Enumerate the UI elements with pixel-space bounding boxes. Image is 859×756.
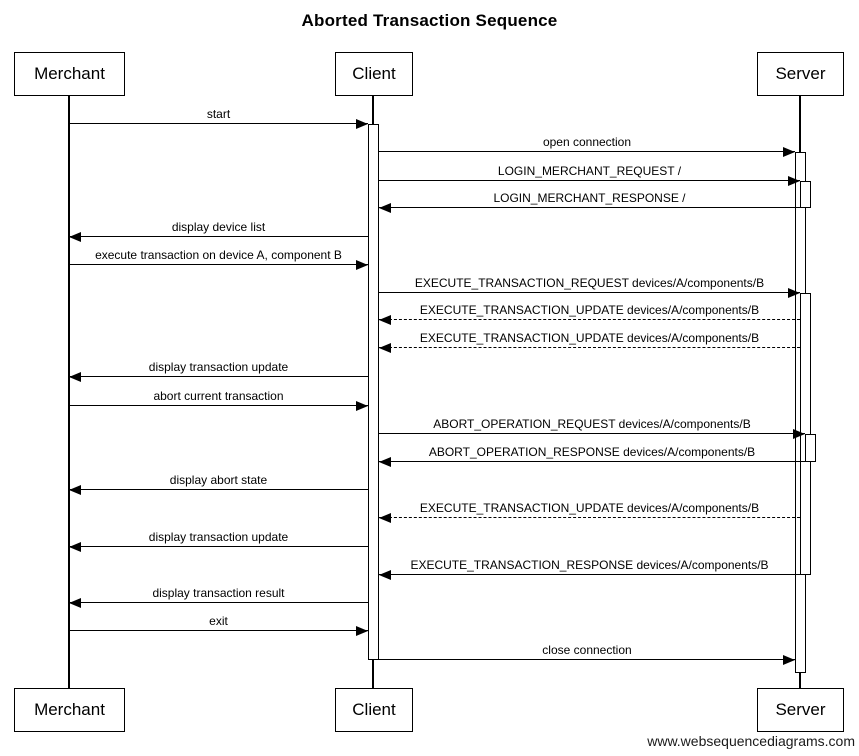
lifeline-merchant (68, 96, 70, 688)
actor-box-server-bottom: Server (757, 688, 844, 732)
message-label: LOGIN_MERCHANT_REQUEST / (497, 164, 682, 178)
arrowhead-icon (356, 119, 368, 129)
activation-bar-server (800, 181, 811, 208)
message-label: ABORT_OPERATION_REQUEST devices/A/compon… (433, 417, 751, 431)
arrowhead-icon (69, 372, 81, 382)
actor-box-merchant-top: Merchant (14, 52, 125, 96)
message-line (379, 433, 805, 435)
message-label: LOGIN_MERCHANT_RESPONSE / (493, 191, 686, 205)
message-line (69, 630, 368, 632)
arrowhead-icon (379, 513, 391, 523)
arrowhead-icon (379, 343, 391, 353)
message-label: display abort state (169, 473, 268, 487)
message-line (379, 659, 795, 661)
message-line (379, 319, 800, 321)
message-line (69, 602, 368, 604)
arrowhead-icon (783, 655, 795, 665)
message-line (379, 347, 800, 349)
message-label: display transaction result (152, 586, 285, 600)
message-label: display device list (171, 220, 266, 234)
message-line (69, 376, 368, 378)
message-label: open connection (542, 135, 632, 149)
message-line (69, 546, 368, 548)
message-line (69, 489, 368, 491)
message-line (379, 151, 795, 153)
arrowhead-icon (793, 429, 805, 439)
message-line (69, 123, 368, 125)
message-line (379, 461, 805, 463)
message-line (379, 292, 800, 294)
actor-box-server-top: Server (757, 52, 844, 96)
message-label: EXECUTE_TRANSACTION_REQUEST devices/A/co… (414, 276, 765, 290)
message-label: display transaction update (148, 530, 289, 544)
activation-bar-server (805, 434, 816, 462)
arrowhead-icon (788, 176, 800, 186)
actor-box-client-top: Client (335, 52, 413, 96)
arrowhead-icon (69, 542, 81, 552)
actor-box-merchant-bottom: Merchant (14, 688, 125, 732)
message-line (69, 236, 368, 238)
message-line (379, 180, 800, 182)
message-line (69, 405, 368, 407)
arrowhead-icon (69, 232, 81, 242)
message-label: close connection (542, 643, 632, 657)
arrowhead-icon (356, 401, 368, 411)
message-line (379, 207, 800, 209)
arrowhead-icon (379, 315, 391, 325)
message-label: exit (209, 614, 228, 628)
actor-box-client-bottom: Client (335, 688, 413, 732)
arrowhead-icon (788, 288, 800, 298)
arrowhead-icon (379, 203, 391, 213)
message-label: EXECUTE_TRANSACTION_UPDATE devices/A/com… (419, 501, 760, 515)
message-label: EXECUTE_TRANSACTION_UPDATE devices/A/com… (419, 303, 760, 317)
message-line (379, 517, 800, 519)
message-label: ABORT_OPERATION_RESPONSE devices/A/compo… (428, 445, 756, 459)
arrowhead-icon (69, 598, 81, 608)
message-label: display transaction update (148, 360, 289, 374)
message-label: execute transaction on device A, compone… (95, 248, 342, 262)
arrowhead-icon (379, 570, 391, 580)
arrowhead-icon (379, 457, 391, 467)
watermark-text: www.websequencediagrams.com (647, 733, 855, 749)
message-line (379, 574, 800, 576)
arrowhead-icon (69, 485, 81, 495)
arrowhead-icon (356, 626, 368, 636)
message-label: EXECUTE_TRANSACTION_RESPONSE devices/A/c… (410, 558, 769, 572)
activation-bar-client (368, 124, 379, 660)
arrowhead-icon (356, 260, 368, 270)
message-line (69, 264, 368, 266)
message-label: start (206, 107, 231, 121)
message-label: abort current transaction (153, 389, 284, 403)
diagram-title: Aborted Transaction Sequence (301, 11, 558, 30)
message-label: EXECUTE_TRANSACTION_UPDATE devices/A/com… (419, 331, 760, 345)
arrowhead-icon (783, 147, 795, 157)
